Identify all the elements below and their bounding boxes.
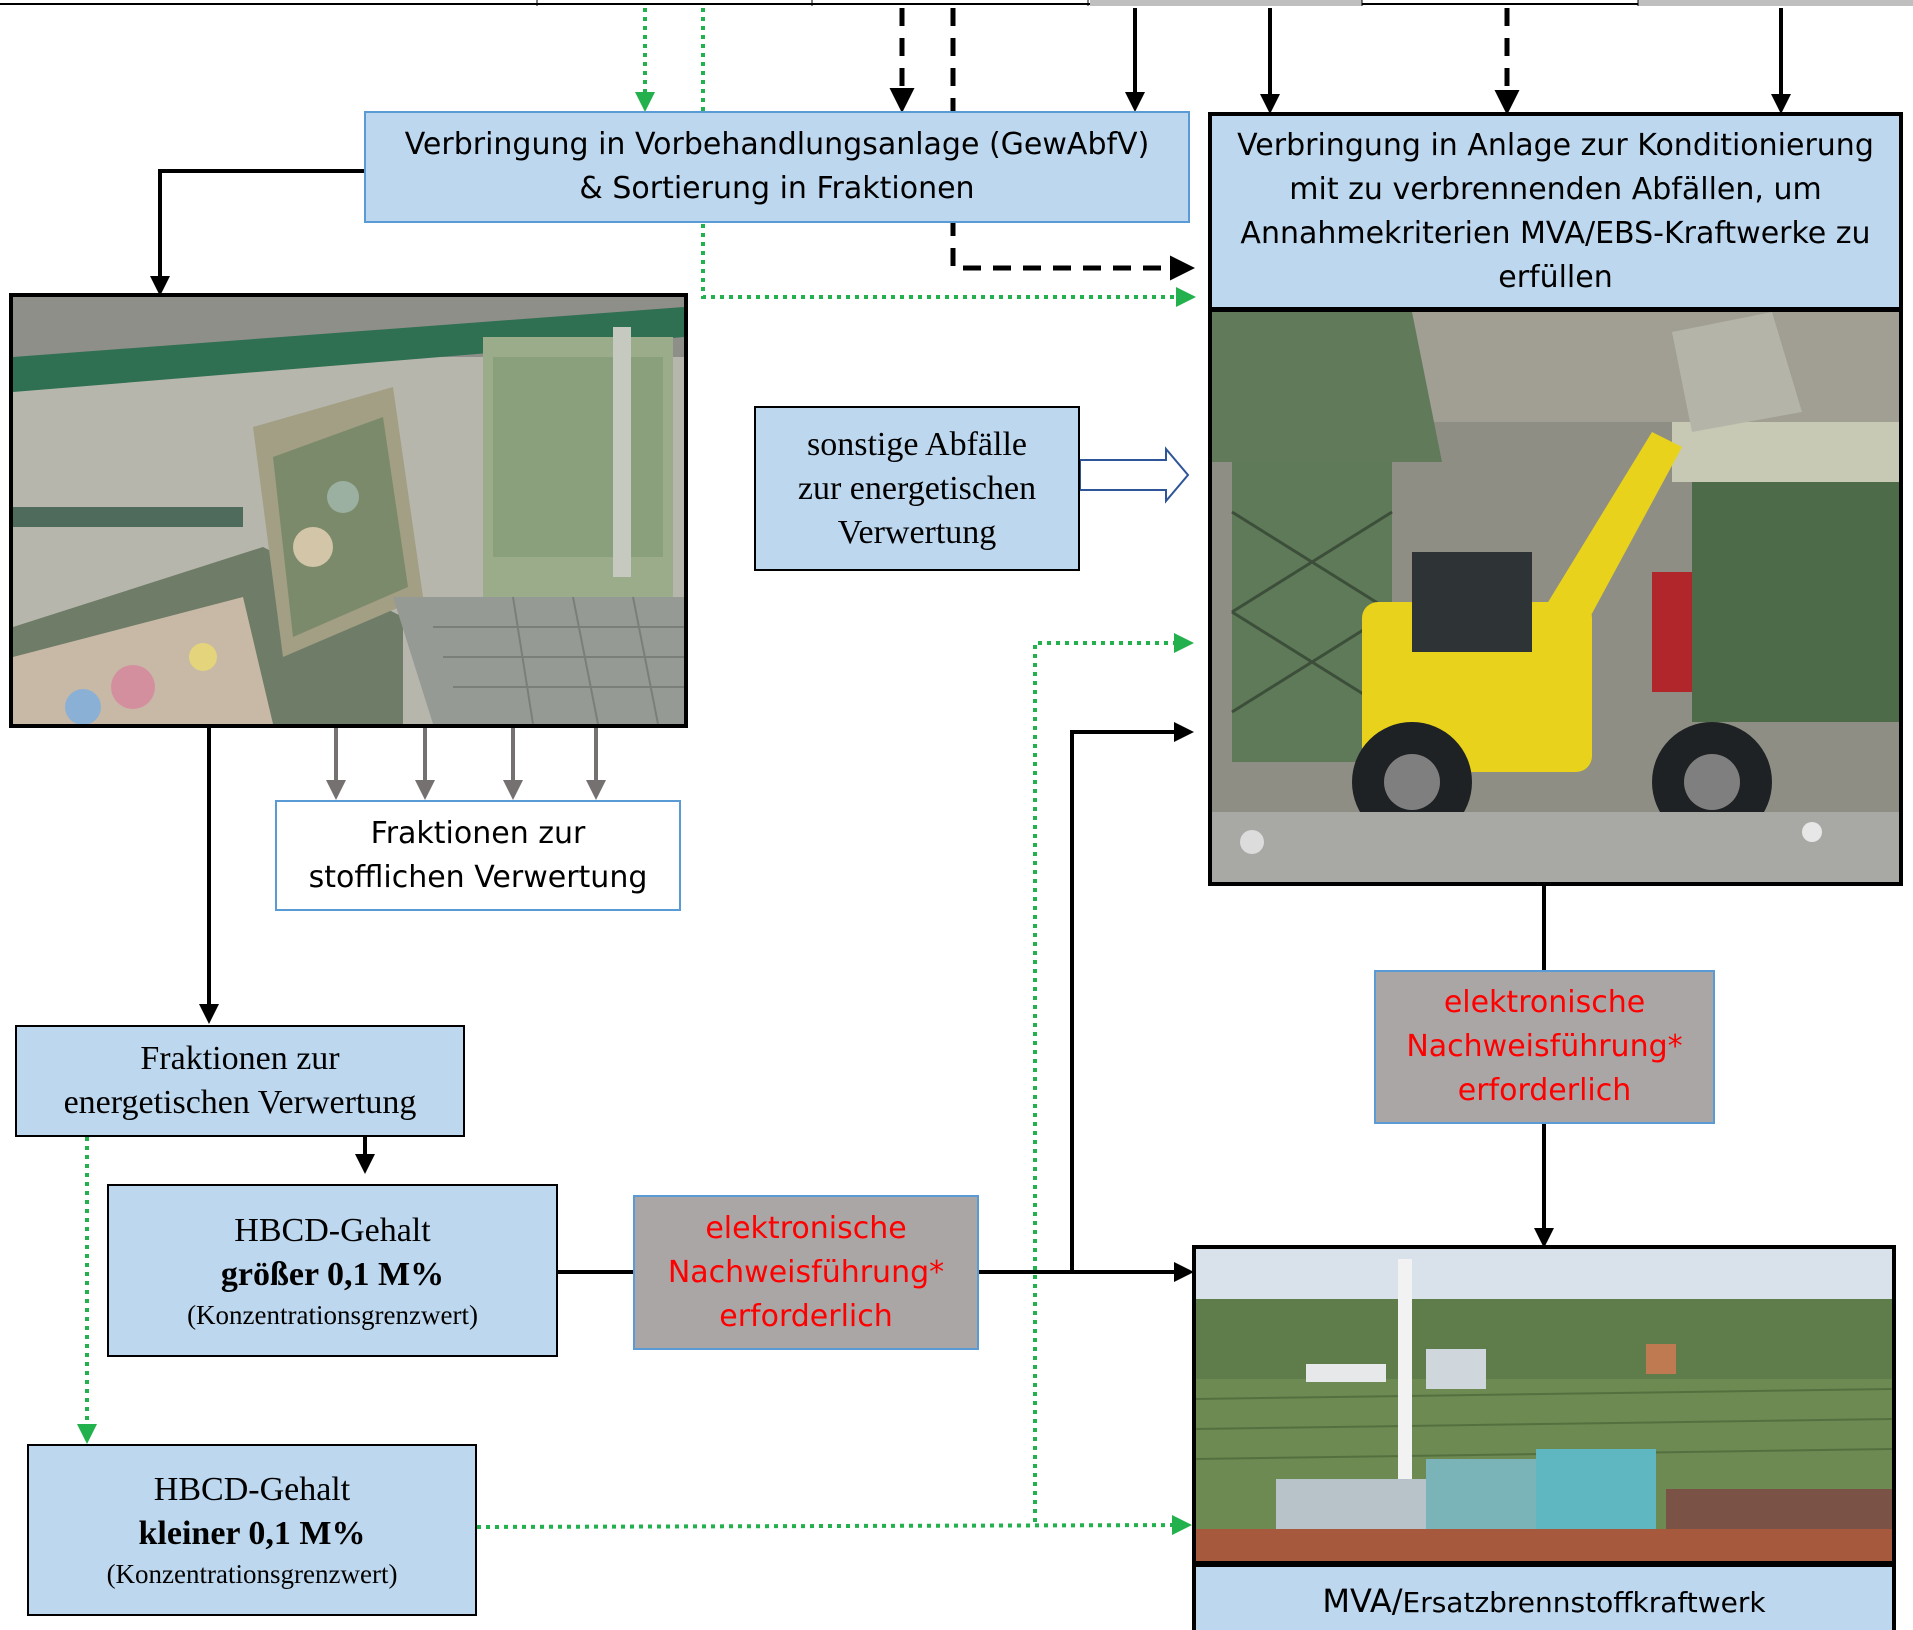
hbcd-klein-value: kleiner 0,1 M% [138, 1515, 366, 1552]
nachweis-left-line2: Nachweisführung* [667, 1254, 945, 1290]
stofflich-line1: Fraktionen zur [370, 815, 586, 851]
incineration-plant-photo [1192, 1245, 1896, 1565]
nachweis-left-line3: erforderlich [719, 1298, 893, 1334]
konditionierung-line3: Annahmekriterien MVA/EBS-Kraftwerke zu [1240, 215, 1871, 251]
mva-rest: Ersatzbrennstoffkraftwerk [1402, 1586, 1766, 1619]
incineration-plant-illustration [1196, 1249, 1892, 1561]
green-bypass-to-konditionierung [701, 8, 1196, 307]
box-hbcd-gross: HBCD-Gehalt größer 0,1 M% (Konzentration… [107, 1184, 558, 1357]
nachweis-right-line1: elektronische [1443, 985, 1646, 1020]
box-nachweis-right: elektronische Nachweisführung* erforderl… [1374, 970, 1715, 1124]
arrow-branch-to-konditionierung [1070, 722, 1194, 1272]
box-stoffliche-verwertung: Fraktionen zur stofflichen Verwertung [275, 800, 681, 911]
green-hbcd-klein-to-mva [476, 1515, 1192, 1536]
box-konditionierung: Verbringung in Anlage zur Konditionierun… [1208, 112, 1903, 311]
nachweis-left-line1: elektronische [705, 1210, 907, 1246]
konditionierung-line4: erfüllen [1498, 259, 1613, 295]
hbcd-gross-line1: HBCD-Gehalt [234, 1211, 431, 1249]
hbcd-klein-line1: HBCD-Gehalt [153, 1471, 351, 1508]
box-sonstige-abfaelle: sonstige Abfälle zur energetischen Verwe… [754, 406, 1080, 571]
box-hbcd-klein: HBCD-Gehalt kleiner 0,1 M% (Konzentratio… [27, 1444, 477, 1616]
mva-main: MVA/ [1322, 1582, 1403, 1620]
sorting-plant-photo [9, 293, 688, 728]
hbcd-klein-line2: kleiner 0,1 M% [139, 1512, 366, 1556]
sonstige-line1: sonstige Abfälle [806, 425, 1028, 463]
box-mva: MVA/Ersatzbrennstoffkraftwerk [1192, 1565, 1896, 1630]
top-table-fragment [0, 0, 1913, 6]
vorbehandlung-line1: Verbringung in Vorbehandlungsanlage (Gew… [404, 127, 1150, 162]
konditionierung-line2: mit zu verbrennenden Abfällen, um [1289, 171, 1822, 207]
vorbehandlung-line2: & Sortierung in Fraktionen [579, 171, 975, 206]
sorting-plant-illustration [13, 297, 684, 724]
hbcd-gross-line2: größer 0,1 M% [221, 1253, 444, 1297]
hollow-arrow-sonstige [1079, 446, 1190, 504]
nachweis-right-line2: Nachweisführung* [1406, 1029, 1683, 1064]
hbcd-klein-line3: (Konzentrationsgrenzwert) [106, 1559, 398, 1589]
green-branch-to-konditionierung [1033, 633, 1194, 1522]
nachweis-right-line3: erforderlich [1457, 1073, 1632, 1108]
wheel-loader-illustration [1212, 312, 1899, 882]
energetisch-line1: Fraktionen zur [140, 1040, 340, 1077]
hbcd-gross-value: größer 0,1 M% [220, 1255, 445, 1293]
stofflich-line2: stofflichen Verwertung [308, 859, 648, 895]
wheel-loader-photo [1208, 308, 1903, 886]
sonstige-line3: Verwertung [837, 513, 997, 551]
konditionierung-line1: Verbringung in Anlage zur Konditionierun… [1237, 127, 1874, 163]
sonstige-line2: zur energetischen [797, 469, 1037, 507]
box-energetische-verwertung: Fraktionen zur energetischen Verwertung [15, 1025, 465, 1137]
box-nachweis-left: elektronische Nachweisführung* erforderl… [633, 1195, 979, 1350]
energetisch-line2: energetischen Verwertung [63, 1084, 417, 1121]
arrow-vorbehandlung-to-sorting [150, 169, 364, 296]
box-vorbehandlung: Verbringung in Vorbehandlungsanlage (Gew… [364, 111, 1190, 223]
hbcd-gross-line3: (Konzentrationsgrenzwert) [187, 1299, 478, 1330]
